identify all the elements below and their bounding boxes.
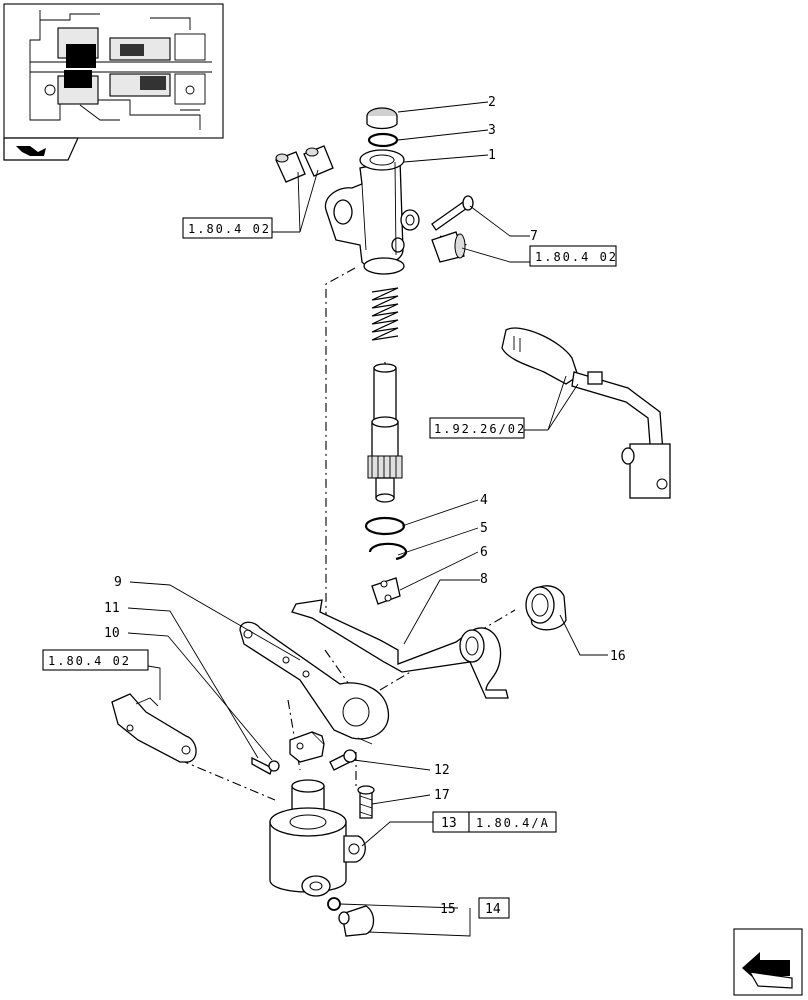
thumbnail-frame bbox=[3, 3, 224, 139]
reference-box-13[interactable]: 1.80.4/A bbox=[468, 811, 557, 833]
clevis bbox=[289, 731, 325, 763]
callout-11[interactable]: 11 bbox=[104, 601, 120, 616]
callout-4[interactable]: 4 bbox=[480, 493, 488, 508]
callout-2[interactable]: 2 bbox=[488, 95, 496, 110]
cap-part-2 bbox=[366, 107, 398, 130]
cylinder-part-13 bbox=[269, 779, 366, 897]
plug-fittings-left bbox=[275, 145, 334, 183]
leader-lines bbox=[127, 101, 608, 937]
valve-body-part-1 bbox=[324, 149, 420, 275]
callout-labels: 2 3 1 7 4 5 6 8 9 11 10 16 12 17 13 15 1… bbox=[104, 95, 626, 917]
transmission-thumbnail-icon bbox=[12, 10, 212, 130]
next-page-arrow-icon[interactable] bbox=[733, 928, 803, 996]
svg-text:1.92.26/02: 1.92.26/02 bbox=[434, 422, 526, 436]
screw-part-12 bbox=[329, 749, 357, 771]
thumbnail-arrow-tab[interactable] bbox=[3, 137, 79, 161]
o-ring-part-3 bbox=[367, 132, 399, 148]
callout-5[interactable]: 5 bbox=[480, 521, 488, 536]
lever-part-9 bbox=[239, 621, 390, 745]
callout-12[interactable]: 12 bbox=[434, 763, 450, 778]
svg-text:1.80.4 02: 1.80.4 02 bbox=[188, 222, 271, 236]
callout-7[interactable]: 7 bbox=[530, 229, 538, 244]
bolt-part-7 bbox=[431, 195, 474, 231]
fitting-part-14 bbox=[338, 905, 375, 937]
callout-9[interactable]: 9 bbox=[114, 575, 122, 590]
callout-16[interactable]: 16 bbox=[610, 649, 626, 664]
callout-10[interactable]: 10 bbox=[104, 626, 120, 641]
callout-8[interactable]: 8 bbox=[480, 572, 488, 587]
callout-14-box bbox=[478, 897, 510, 919]
reference-box-top-left[interactable]: 1.80.4 02 bbox=[182, 217, 273, 239]
bolt-part-17 bbox=[357, 785, 375, 819]
hand-lever-assembly bbox=[501, 327, 671, 499]
shift-fork-part-8 bbox=[291, 599, 509, 699]
bush-part-16 bbox=[525, 585, 567, 631]
callout-17[interactable]: 17 bbox=[434, 788, 450, 803]
callout-1[interactable]: 1 bbox=[488, 148, 496, 163]
reference-box-mid-left[interactable]: 1.80.4 02 bbox=[42, 649, 149, 671]
circlip-part-5 bbox=[368, 542, 408, 561]
callout-14-text[interactable]: 14 bbox=[485, 902, 501, 917]
callout-15[interactable]: 15 bbox=[440, 902, 456, 917]
callout-6[interactable]: 6 bbox=[480, 545, 488, 560]
clip-part-6 bbox=[371, 577, 401, 605]
plug-fitting-right bbox=[431, 231, 466, 263]
washer-part-10 bbox=[268, 760, 280, 772]
svg-text:1.80.4 02: 1.80.4 02 bbox=[535, 250, 618, 264]
svg-text:1.80.4 02: 1.80.4 02 bbox=[48, 654, 131, 668]
valve-spool bbox=[367, 363, 403, 503]
washer-part-15 bbox=[327, 897, 341, 911]
pin-part-11 bbox=[251, 756, 273, 775]
book-arrow-icon bbox=[16, 146, 46, 156]
bracket bbox=[111, 693, 197, 763]
callout-13-text[interactable]: 13 bbox=[441, 816, 457, 831]
reference-box-lever[interactable]: 1.92.26/02 bbox=[429, 417, 526, 439]
reference-box-top-right[interactable]: 1.80.4 02 bbox=[529, 245, 618, 267]
callout-3[interactable]: 3 bbox=[488, 123, 496, 138]
o-ring-part-4 bbox=[364, 516, 406, 536]
spring bbox=[371, 287, 399, 341]
svg-text:1.80.4/A: 1.80.4/A bbox=[476, 816, 550, 830]
